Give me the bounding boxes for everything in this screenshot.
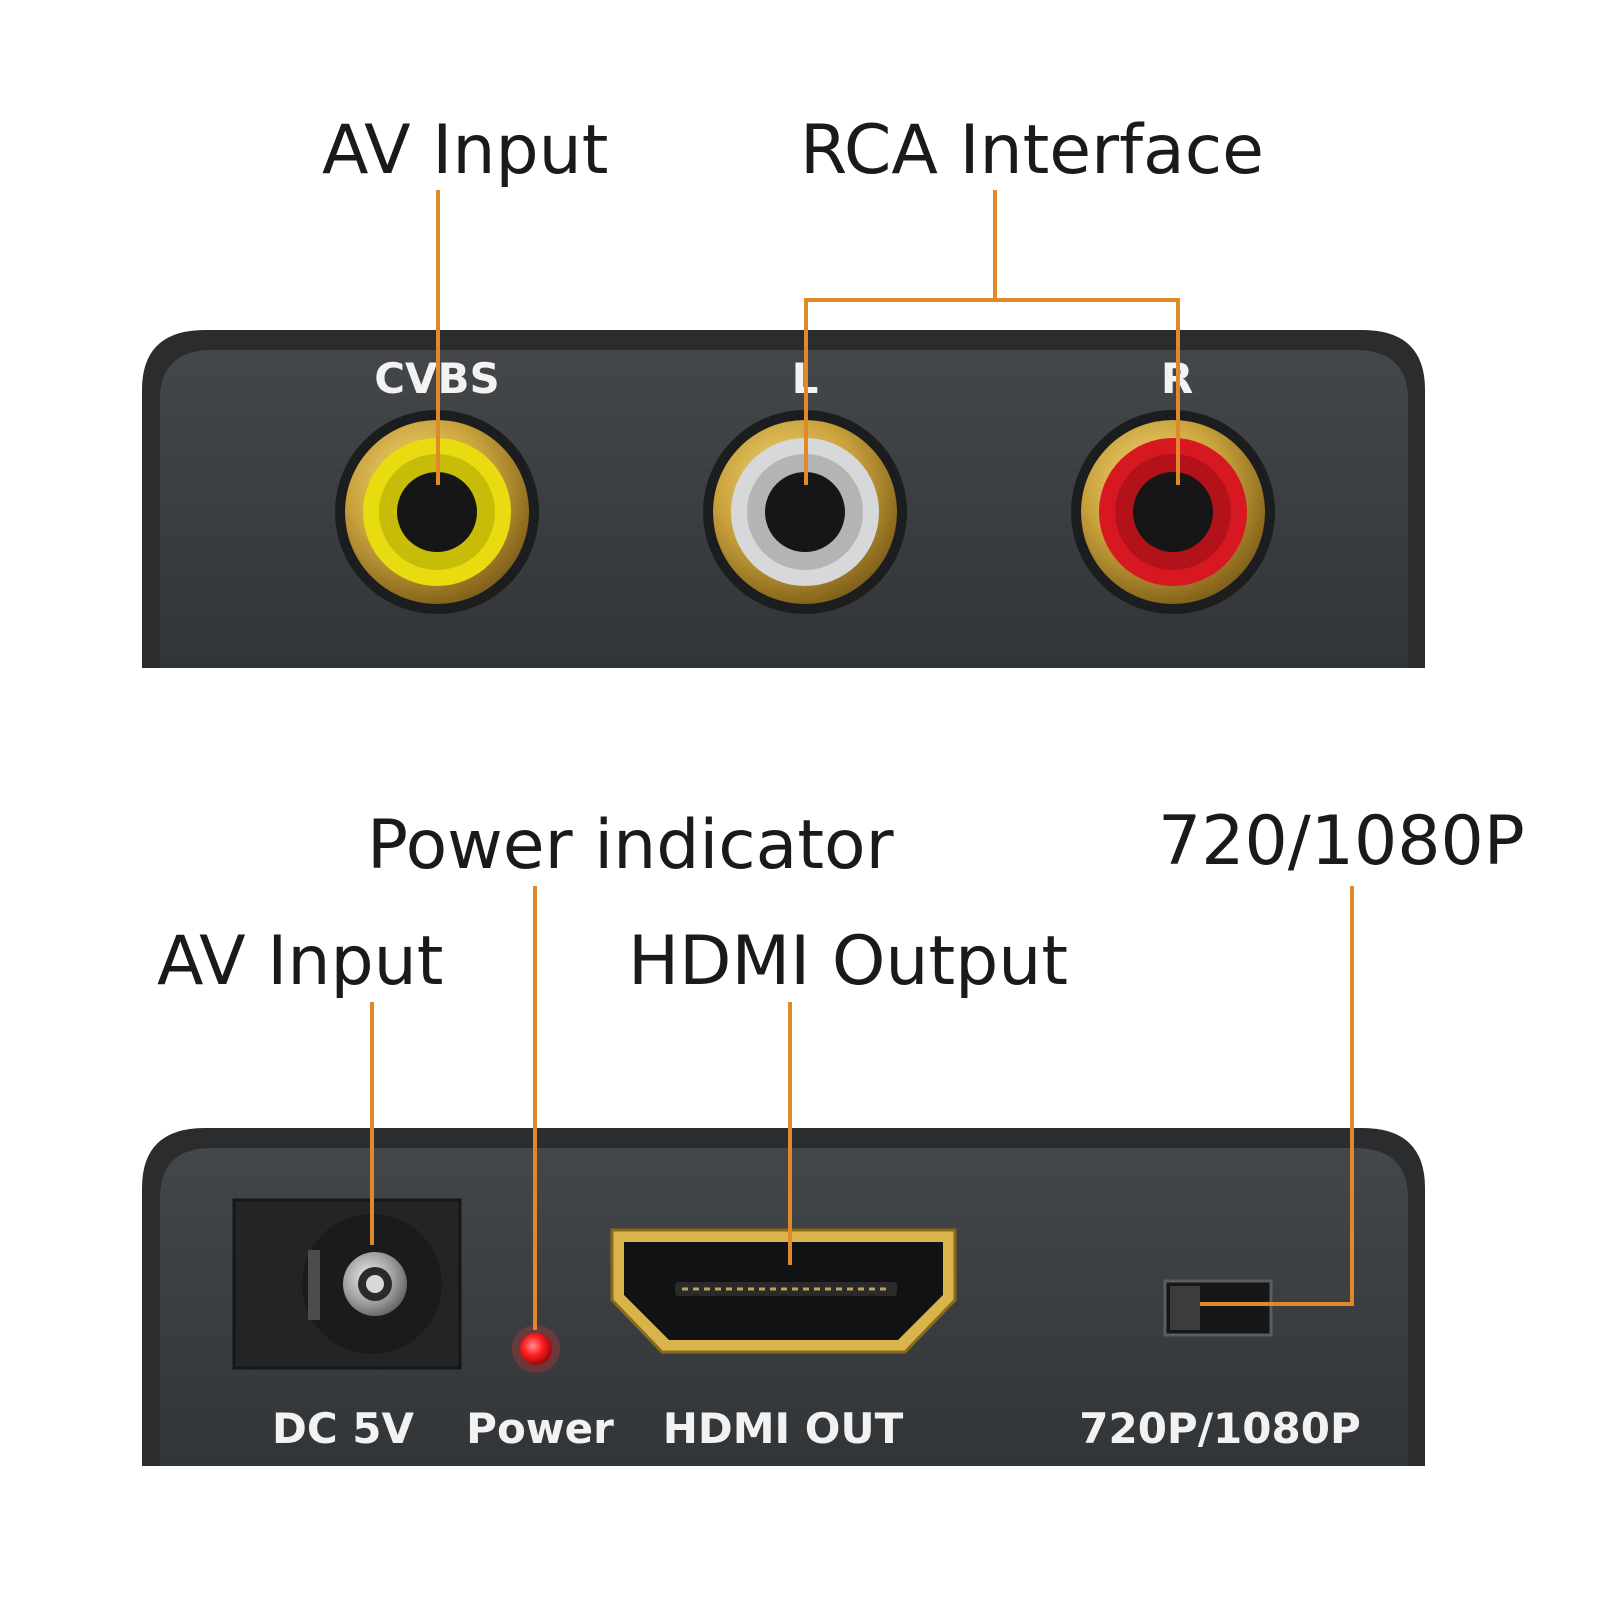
callout-av-input-bottom: AV Input: [157, 922, 443, 1001]
dc-jack: [232, 1198, 462, 1370]
callout-rca-interface: RCA Interface: [800, 111, 1264, 190]
hdmi-port: [610, 1228, 957, 1354]
power-label: Power: [466, 1404, 614, 1453]
leader-rca-left: [804, 190, 997, 485]
power-led: [512, 1325, 560, 1373]
right-audio-jack: [1071, 410, 1275, 614]
left-audio-jack: [703, 410, 907, 614]
resolution-switch: [1163, 1279, 1273, 1337]
dc-5v-label: DC 5V: [272, 1404, 415, 1453]
top-panel: CVBS L R: [142, 330, 1425, 668]
bottom-panel: DC 5V Power HDMI OUT 720P/1080P: [142, 1128, 1425, 1466]
callout-power-indicator: Power indicator: [367, 806, 894, 885]
resolution-label: 720P/1080P: [1079, 1404, 1360, 1453]
callout-hdmi-output: HDMI Output: [628, 922, 1068, 1001]
callout-resolution: 720/1080P: [1158, 802, 1525, 881]
callouts: AV Input RCA Interface Power indicator 7…: [157, 111, 1525, 1001]
hdmi-out-label: HDMI OUT: [663, 1404, 904, 1453]
callout-av-input-top: AV Input: [322, 111, 608, 190]
cvbs-jack: [335, 410, 539, 614]
leader-resolution: [1200, 886, 1354, 1306]
leader-rca-right: [995, 298, 1180, 485]
leader-lines: [370, 190, 1354, 1330]
